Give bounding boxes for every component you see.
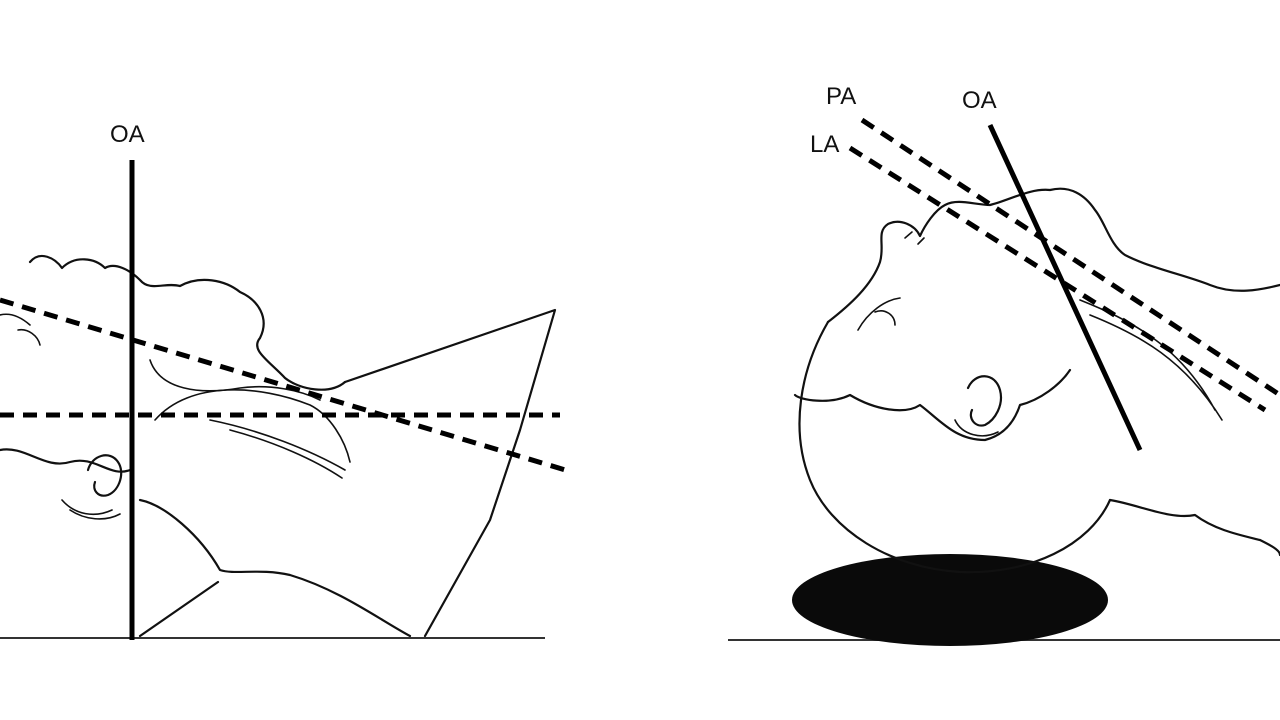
right-head-back (798, 320, 1112, 574)
left-chin-line (138, 580, 220, 638)
left-pharyngeal-axis (0, 297, 573, 475)
right-eye-brow (857, 297, 901, 331)
left-ear-inner (61, 499, 121, 520)
left-eye-mark (0, 313, 31, 326)
right-la-label: LA (810, 131, 839, 158)
left-brow-mark (17, 328, 41, 346)
right-oa-label: OA (962, 87, 997, 114)
left-panel: OA (0, 121, 573, 640)
left-ear (86, 454, 123, 497)
left-neck-outline (138, 498, 412, 638)
left-oral-curve-1 (149, 359, 321, 401)
left-oral-curve-2 (154, 389, 351, 463)
left-face-top (28, 254, 347, 391)
left-shoulder-wedge (343, 308, 557, 638)
right-pillow (792, 554, 1108, 646)
right-ear (966, 375, 1003, 427)
left-oa-label: OA (110, 121, 145, 148)
right-nostril (904, 231, 925, 245)
right-throat-lines (1079, 299, 1223, 421)
right-face-profile (826, 187, 1280, 324)
right-jaw-line (793, 368, 1072, 442)
left-head-profile (0, 448, 132, 473)
right-pa-label: PA (826, 83, 856, 110)
right-optical-axis (987, 123, 1143, 452)
right-laryngeal-axis (848, 145, 1267, 413)
left-trachea-lines (209, 419, 346, 479)
right-ear-lobe (954, 419, 999, 437)
right-pharyngeal-axis (860, 117, 1280, 398)
right-eye-lid (874, 310, 896, 326)
right-panel: PA LA OA (728, 83, 1280, 646)
right-neck-body (1108, 498, 1280, 557)
